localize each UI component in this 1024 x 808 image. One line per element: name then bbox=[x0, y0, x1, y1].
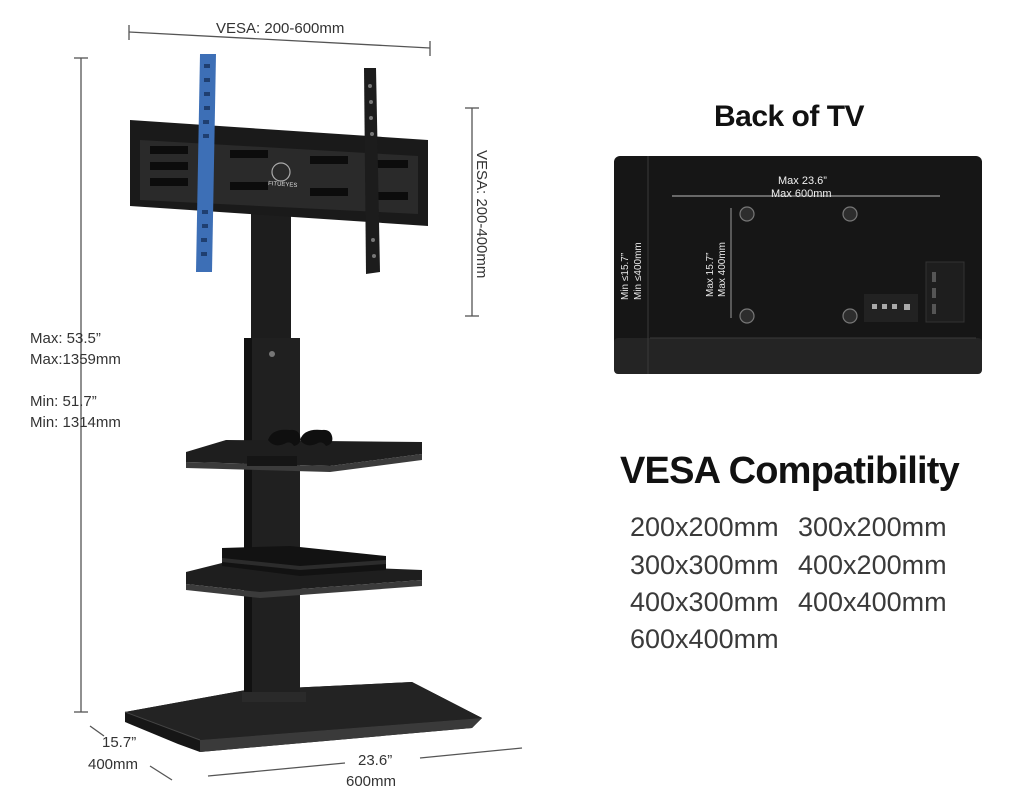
tv-horizontal-mm: Max 600mm bbox=[771, 188, 832, 200]
upper-shelf bbox=[186, 440, 422, 472]
vesa-width-dimension-line bbox=[128, 25, 431, 56]
tv-outer-min-inches: Min ≤15.7” bbox=[620, 252, 631, 300]
game-controller-graphic bbox=[268, 429, 333, 446]
depth-mm: 400mm bbox=[88, 756, 139, 773]
vesa-size-item: 300x300mm bbox=[630, 550, 779, 580]
vesa-size-item: 400x300mm bbox=[630, 587, 779, 617]
tv-inner-max-inches: Max 15.7” bbox=[705, 252, 716, 297]
vesa-compatibility-title: VESA Compatibility bbox=[620, 450, 960, 492]
tv-inner-max-mm: Max 400mm bbox=[717, 241, 728, 297]
game-console-graphic bbox=[222, 546, 386, 576]
vesa-height-label: VESA: 200-400mm bbox=[473, 150, 490, 279]
vesa-size-item: 400x200mm bbox=[798, 550, 947, 580]
tv-outer-min-mm: Min ≤400mm bbox=[633, 242, 644, 300]
max-height-inches: Max: 53.5” bbox=[30, 330, 101, 347]
min-height-inches: Min: 51.7” bbox=[30, 393, 97, 410]
tv-ports-panel bbox=[864, 261, 965, 323]
vesa-mounting-holes bbox=[739, 206, 858, 324]
width-mm: 600mm bbox=[346, 773, 397, 790]
right-bracket-arm bbox=[364, 68, 380, 274]
min-height-mm: Min: 1314mm bbox=[30, 414, 121, 431]
overall-height-dimension-line bbox=[74, 57, 88, 713]
depth-dimension-line bbox=[89, 725, 173, 781]
vesa-size-item: 200x200mm bbox=[630, 512, 779, 542]
vesa-size-item: 600x400mm bbox=[630, 624, 779, 654]
base-width-dimension-line bbox=[207, 747, 523, 777]
max-height-mm: Max:1359mm bbox=[30, 351, 121, 368]
vesa-size-item: 300x200mm bbox=[798, 512, 947, 542]
stand-base bbox=[124, 682, 482, 752]
vesa-height-dimension-line bbox=[465, 107, 479, 317]
depth-inches: 15.7” bbox=[102, 734, 137, 751]
tv-mount-bracket bbox=[130, 120, 428, 226]
vesa-size-item: 400x400mm bbox=[798, 587, 947, 617]
stand-column bbox=[242, 210, 306, 702]
stand-illustration bbox=[74, 25, 523, 781]
vesa-width-label: VESA: 200-600mm bbox=[216, 20, 345, 37]
tv-horizontal-inches: Max 23.6” bbox=[778, 175, 827, 187]
left-bracket-arm-blue bbox=[196, 54, 216, 272]
back-of-tv-title: Back of TV bbox=[714, 100, 865, 133]
width-inches: 23.6” bbox=[358, 752, 393, 769]
